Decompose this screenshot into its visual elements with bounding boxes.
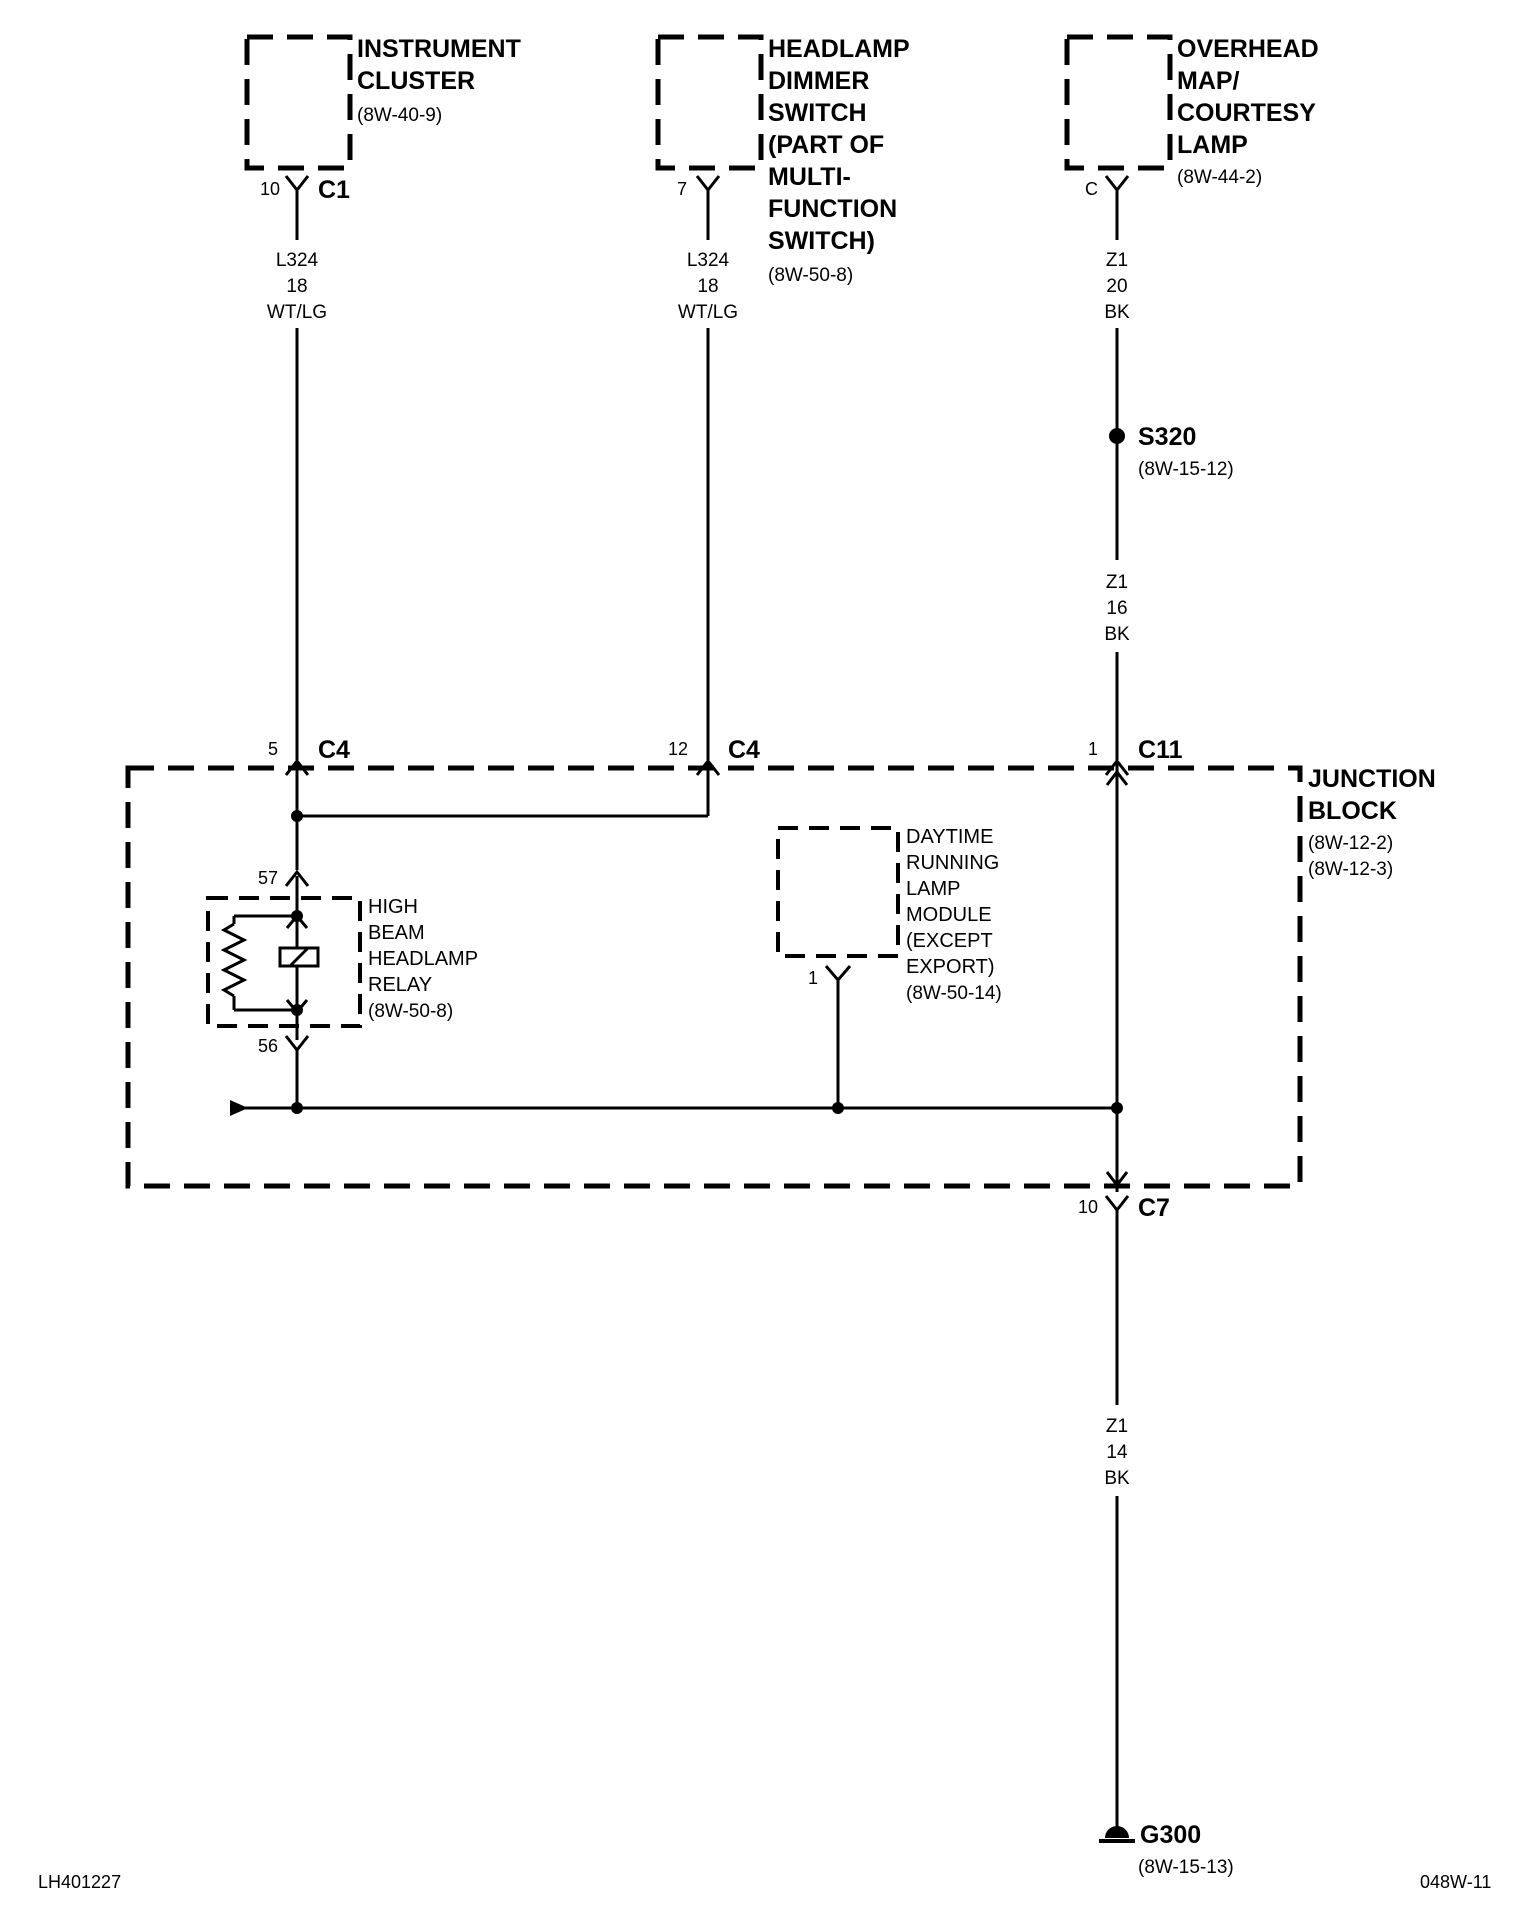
drl-module-box [776,826,900,958]
c1-connector-label: C1 [318,176,350,204]
ground-wire-circuit: Z1 [1106,1416,1128,1437]
relay-title-1: HIGH [368,896,418,918]
overhead-lamp-title-1: OVERHEAD [1177,35,1319,63]
connector-c1-symbol [284,175,310,193]
relay-coil-icon [278,946,320,968]
dimmer-wire-circuit: L324 [687,250,730,271]
drl-title-5: (EXCEPT [906,930,993,952]
cluster-wire-circuit: L324 [276,250,319,271]
relay-title-4: RELAY [368,974,432,996]
splice-wire-circuit: Z1 [1106,572,1128,593]
ground-wire-gauge: 14 [1106,1442,1128,1463]
overhead-lamp-title-3: COURTESY [1177,99,1316,127]
c4-left-pin: 5 [268,739,278,759]
drl-pin1-label: 1 [808,968,818,988]
dimmer-switch-title-2: DIMMER [768,67,869,95]
dimmer-switch-title-1: HEADLAMP [768,35,910,63]
junction-block-ref-2: (8W-12-3) [1308,859,1393,880]
c4-right-label: C4 [728,736,760,764]
relay-arrow-up-icon [285,913,309,929]
bus-dot-drl [832,1102,844,1114]
dimmer-pin-number: 7 [677,179,687,199]
c7-arrow-down-icon [1105,1171,1129,1188]
drl-ref: (8W-50-14) [906,983,1002,1004]
c11-arrow-up-icon [1105,769,1129,786]
instrument-cluster-box [244,34,353,171]
junction-block-title-2: BLOCK [1308,797,1397,825]
c11-label: C11 [1138,736,1183,764]
headlamp-dimmer-switch-box [655,34,764,171]
ground-g300-label: G300 [1140,1821,1201,1849]
cluster-wire-gauge: 18 [286,276,307,297]
junction-block-box [125,765,1303,1189]
relay-title-2: BEAM [368,922,425,944]
c4-left-label: C4 [318,736,350,764]
c1-pin-number: 10 [260,179,280,199]
lamp-wire-circuit: Z1 [1106,250,1128,271]
splice-s320-label: S320 [1138,423,1196,451]
c7-pin: 10 [1078,1197,1098,1217]
dimmer-wire-gauge: 18 [697,276,718,297]
ground-g300-icon [1105,1826,1129,1838]
drl-title-2: RUNNING [906,852,999,874]
lamp-wire-color: BK [1104,302,1130,323]
splice-wire-color: BK [1104,624,1130,645]
relay-pin57-symbol [284,869,310,887]
splice-s320-ref: (8W-15-12) [1138,459,1234,480]
drl-title-1: DAYTIME [906,826,993,848]
dimmer-switch-title-3: SWITCH [768,99,867,127]
drl-title-6: EXPORT) [906,956,995,978]
c4-right-pin: 12 [668,739,688,759]
junction-dot-c4 [291,810,303,822]
dimmer-switch-title-7: SWITCH) [768,227,875,255]
lamp-wire-gauge: 20 [1106,276,1127,297]
connector-c7-symbol [1104,1195,1130,1213]
overhead-map-lamp-box [1064,34,1173,171]
footer-right-code: 048W-11 [1420,1872,1491,1892]
drl-pin1-symbol [824,965,852,983]
instrument-cluster-title: INSTRUMENT [357,35,521,63]
connector-dimmer-symbol [695,175,721,193]
junction-block-title-1: JUNCTION [1308,765,1436,793]
c11-pin: 1 [1088,739,1098,759]
dimmer-wire-color: WT/LG [678,302,738,323]
relay-resistor-icon [220,922,248,998]
relay-ref: (8W-50-8) [368,1001,453,1022]
dimmer-switch-title-4: (PART OF [768,131,884,159]
splice-s320-dot [1109,428,1125,444]
overhead-lamp-title-4: LAMP [1177,131,1248,159]
relay-coil-slash [288,946,310,968]
instrument-cluster-title-2: CLUSTER [357,67,475,95]
overhead-lamp-title-2: MAP/ [1177,67,1240,95]
connector-lamp-symbol [1104,175,1130,193]
relay-pin56-label: 56 [258,1036,278,1056]
dimmer-switch-title-6: FUNCTION [768,195,897,223]
cluster-wire-color: WT/LG [267,302,327,323]
bus-dot-relay [291,1102,303,1114]
dimmer-switch-ref: (8W-50-8) [768,265,853,286]
splice-wire-gauge: 16 [1106,598,1127,619]
relay-title-3: HEADLAMP [368,948,478,970]
drl-title-3: LAMP [906,878,960,900]
dimmer-switch-title-5: MULTI- [768,163,851,191]
instrument-cluster-ref: (8W-40-9) [357,105,442,126]
high-beam-relay-box [206,896,362,1028]
ground-wire-color: BK [1104,1468,1130,1489]
drl-title-4: MODULE [906,904,992,926]
footer-left-code: LH401227 [38,1872,121,1892]
overhead-lamp-ref: (8W-44-2) [1177,167,1262,188]
junction-block-ref-1: (8W-12-2) [1308,833,1393,854]
c7-label: C7 [1138,1194,1170,1222]
relay-pin57-label: 57 [258,868,278,888]
lamp-pin-number: C [1085,179,1098,199]
ground-g300-ref: (8W-15-13) [1138,1857,1234,1878]
